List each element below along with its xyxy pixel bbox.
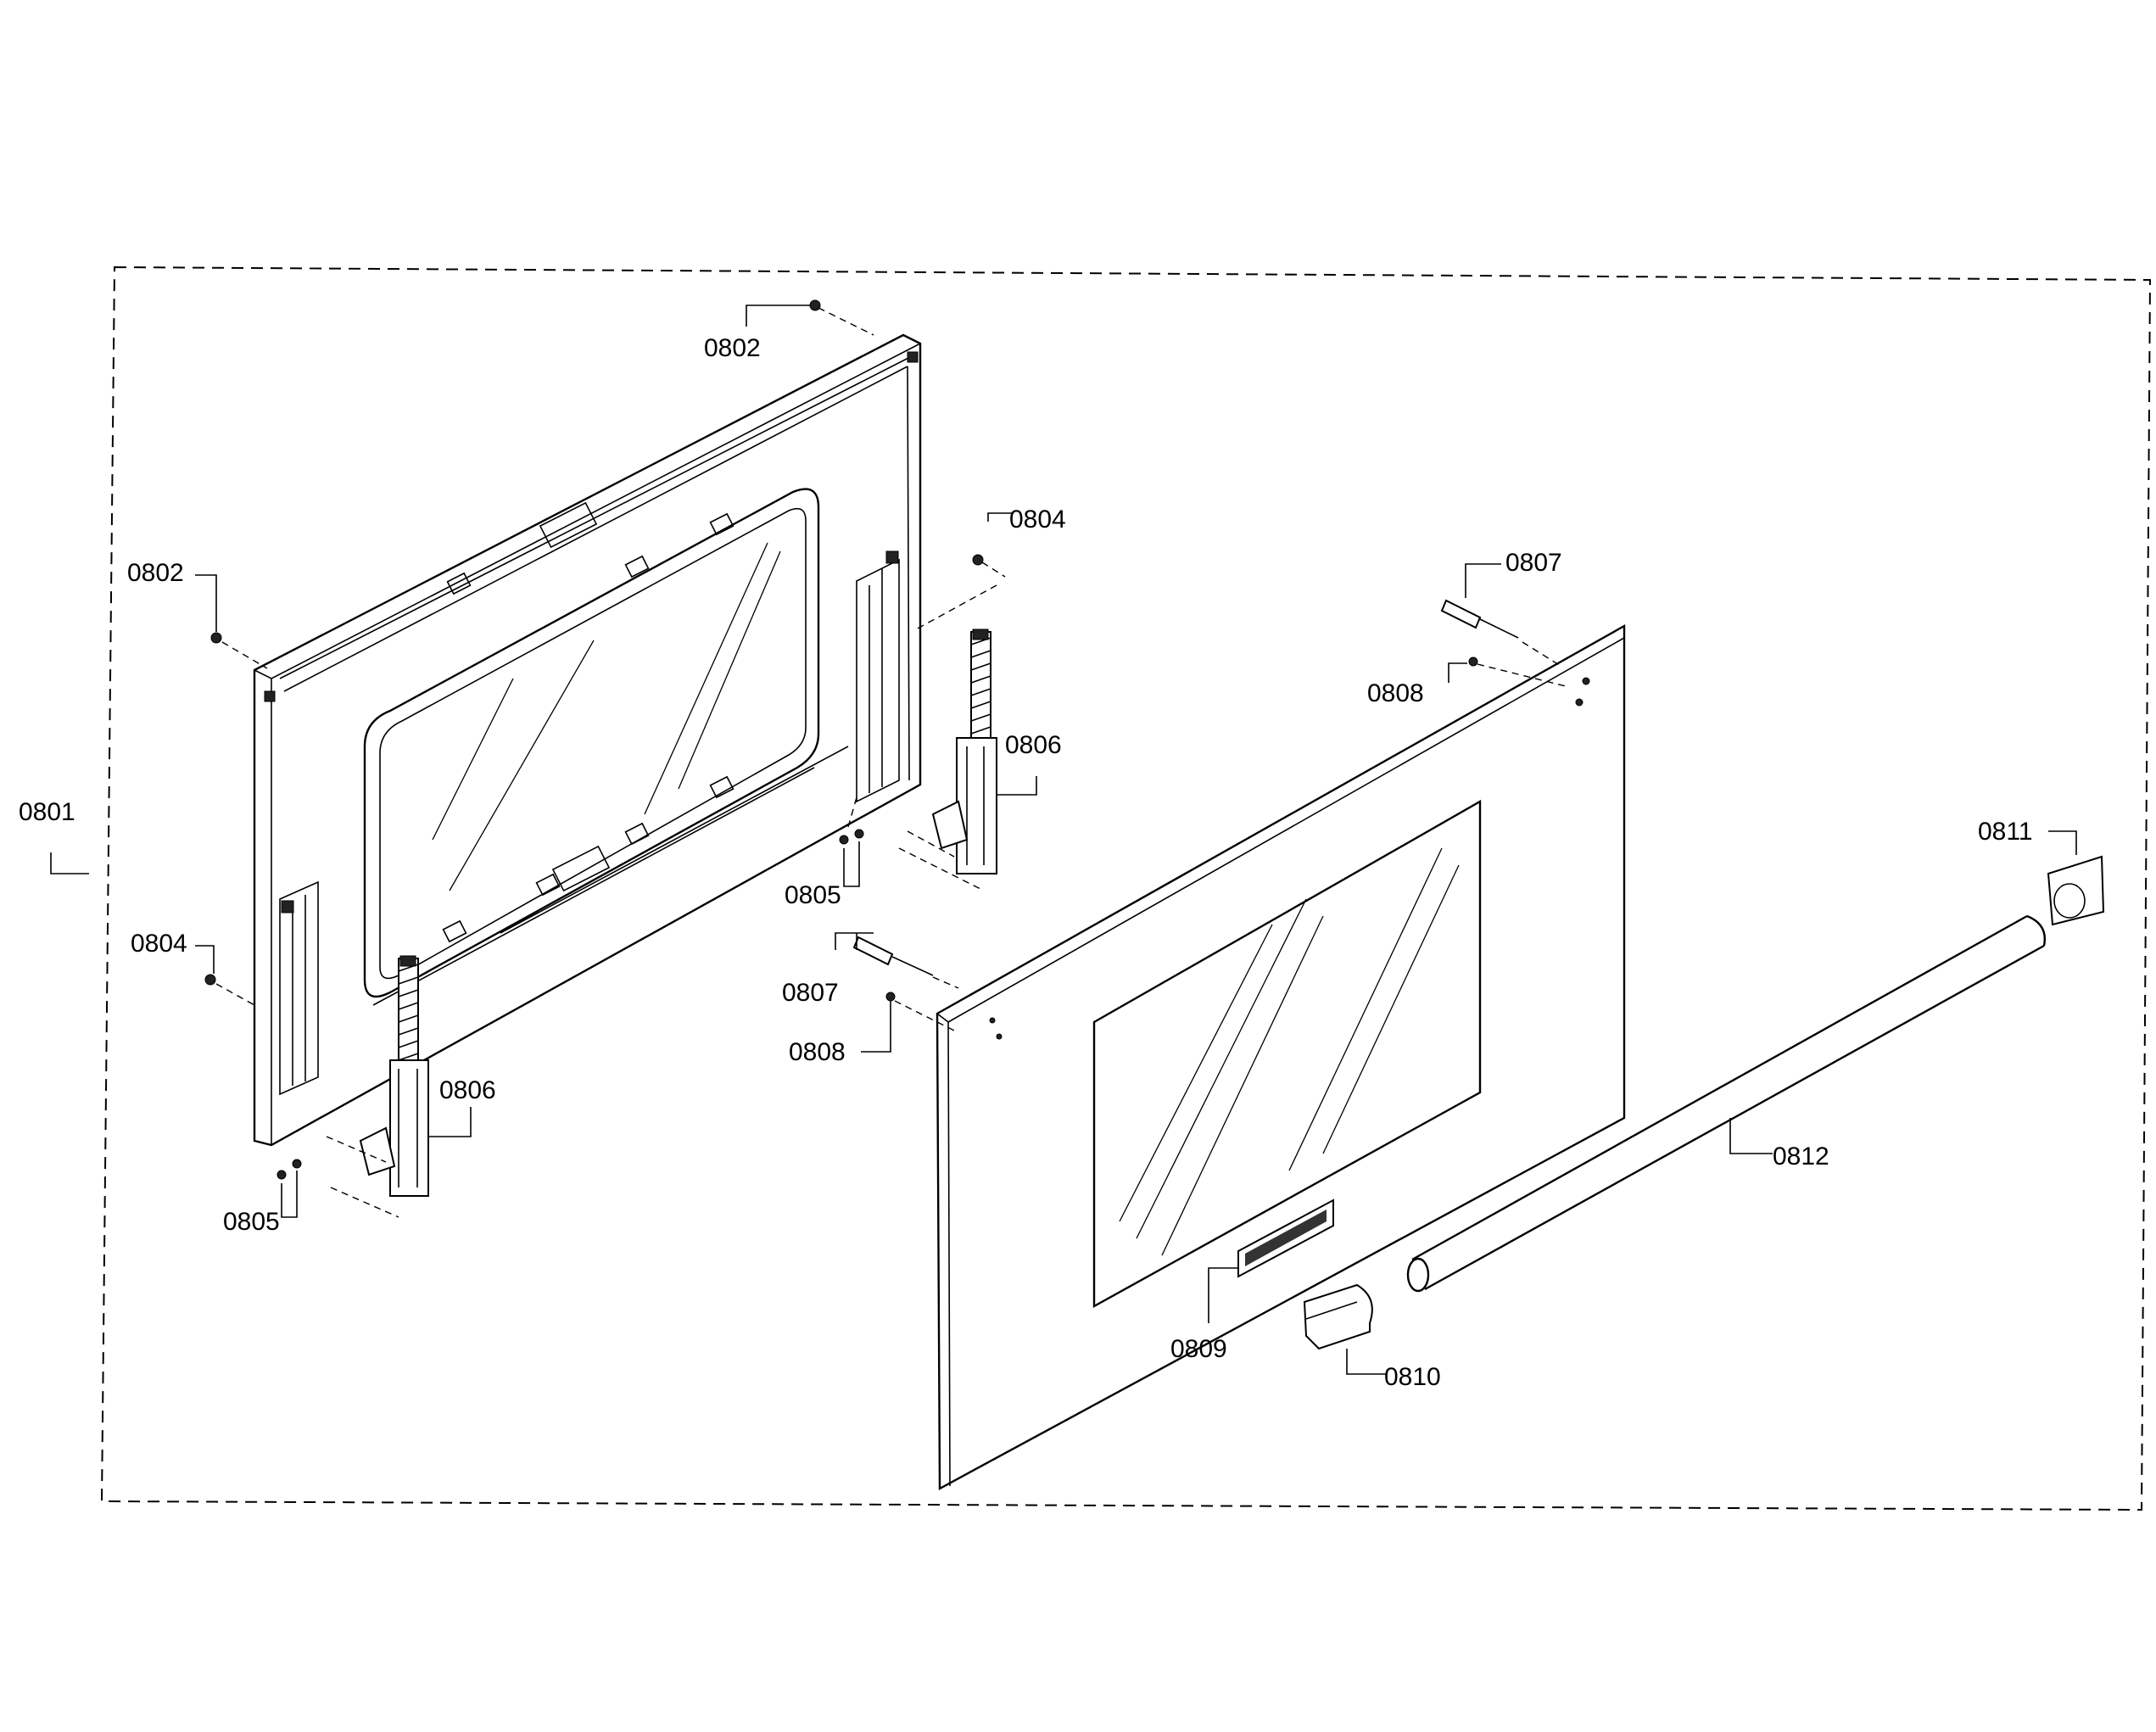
label-0810: 0810 [1384, 1363, 1441, 1391]
screw-0808-mid [885, 992, 896, 1002]
screw-0804-right [972, 554, 984, 566]
handle-bar-0812 [1406, 914, 2046, 1293]
label-0804-left: 0804 [131, 930, 187, 958]
label-0806-right: 0806 [1005, 731, 1062, 759]
hinge-right-0806 [931, 629, 997, 874]
label-0808-mid: 0808 [789, 1038, 846, 1066]
label-0812: 0812 [1773, 1143, 1829, 1170]
pin-0807-top [1440, 599, 1519, 639]
label-0805-mid: 0805 [785, 881, 841, 909]
label-0808-top: 0808 [1367, 679, 1424, 707]
brand-badge-0809 [1237, 1198, 1334, 1278]
screw-0808-top [1468, 656, 1478, 667]
handle-cap-0810 [1303, 1283, 1373, 1350]
hinge-left-0806 [359, 955, 429, 1197]
label-0806-left: 0806 [439, 1076, 496, 1104]
label-0802-left: 0802 [127, 559, 184, 587]
label-0809: 0809 [1170, 1335, 1227, 1363]
assembly-boundary-0801 [100, 265, 2152, 1511]
leader-lines [50, 304, 2077, 1375]
outer-door-panel [936, 623, 1626, 1491]
label-0802-top: 0802 [704, 334, 761, 362]
pin-0807-mid [852, 936, 934, 976]
label-0811: 0811 [1978, 818, 2033, 846]
screws-0805-mid [839, 829, 864, 845]
label-0807-top: 0807 [1505, 549, 1562, 577]
label-0804-right: 0804 [1009, 506, 1066, 534]
label-0805-left: 0805 [223, 1208, 280, 1236]
handle-cap-0811 [2047, 855, 2105, 926]
label-0801: 0801 [19, 798, 75, 826]
screw-0804-left [204, 974, 216, 986]
screws-0805-left [276, 1159, 302, 1180]
screw-0802-top [809, 299, 821, 311]
screw-0802-left [210, 632, 222, 644]
inner-door-frame [253, 333, 922, 1147]
label-0807-mid: 0807 [782, 979, 839, 1007]
